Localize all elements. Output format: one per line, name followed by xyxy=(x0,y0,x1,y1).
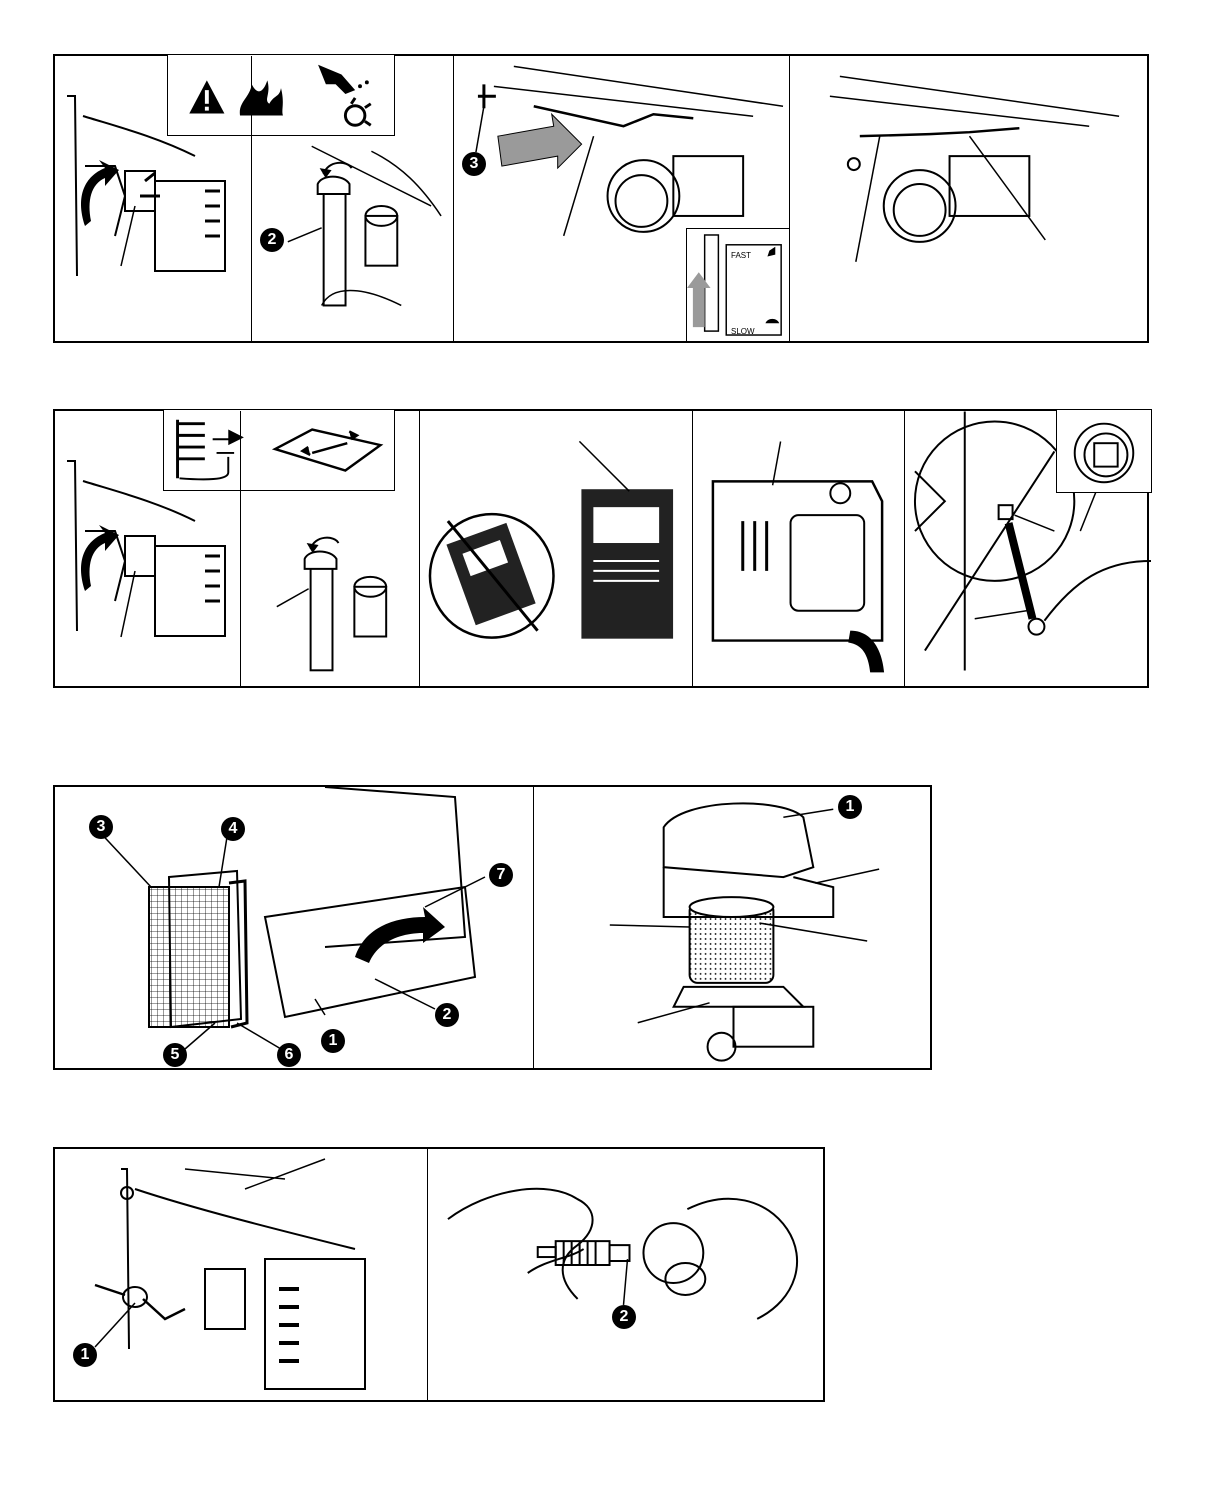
carburetor-drawing xyxy=(790,56,1151,341)
callout-5: 5 xyxy=(163,1043,187,1067)
cooling-fins-drawing xyxy=(420,411,692,686)
rabbit-icon xyxy=(767,247,775,257)
spark-plug-callout-2: 2 xyxy=(612,1305,636,1329)
valve-callout-1: 1 xyxy=(73,1343,97,1367)
panel-cleaning xyxy=(53,409,1149,688)
spark-plug-gap-illustration: 2 xyxy=(427,1149,827,1400)
foam-filter-drawing xyxy=(534,787,934,1068)
air-filter-cartridge-illustration: 3 4 7 2 1 5 6 xyxy=(55,787,533,1068)
callout-7: 7 xyxy=(489,863,513,887)
panel-fuel-shutoff: 2 3 FAST SLOW xyxy=(53,54,1149,343)
curved-arrow-icon xyxy=(355,907,445,963)
curved-arrow-icon xyxy=(81,525,119,591)
fuel-valve-close-illustration: 1 xyxy=(55,1149,427,1400)
carburetor-illustration xyxy=(789,56,1151,341)
turtle-icon xyxy=(765,319,779,323)
up-arrow-icon xyxy=(687,272,711,327)
spark-plug-gap-drawing xyxy=(428,1149,827,1400)
panel-air-filter: 3 4 7 2 1 5 6 1 xyxy=(53,785,932,1070)
push-arrow-icon xyxy=(498,114,582,168)
curved-arrow-icon xyxy=(81,160,119,226)
spark-plug-icon xyxy=(178,420,244,480)
fuel-cap-illustration-2 xyxy=(240,411,419,686)
warning-triangle-icon xyxy=(189,80,224,113)
callout-3: 3 xyxy=(462,152,486,176)
curved-arrow-icon xyxy=(848,631,884,673)
throttle-slow-label: SLOW xyxy=(731,327,755,336)
callout-3: 3 xyxy=(89,815,113,839)
throttle-fast-label: FAST xyxy=(731,251,751,260)
fuel-cap-drawing xyxy=(252,56,453,341)
air-filter-cartridge-drawing xyxy=(55,787,533,1068)
fuel-valve-close-drawing xyxy=(55,1149,427,1400)
callout-6: 6 xyxy=(277,1043,301,1067)
callout-1: 1 xyxy=(321,1029,345,1053)
callout-4: 4 xyxy=(221,817,245,841)
callout-2: 2 xyxy=(260,228,284,252)
fuel-cap-drawing-2 xyxy=(241,411,419,686)
engine-shroud-illustration xyxy=(692,411,904,686)
oil-drain-plug-illustration xyxy=(904,411,1151,686)
throttle-gauge-inset: FAST SLOW xyxy=(686,228,790,342)
fuel-cap-illustration: 2 xyxy=(251,56,453,341)
cooling-fins-illustration xyxy=(419,411,692,686)
filter-callout-1: 1 xyxy=(838,795,862,819)
engine-shroud-drawing xyxy=(693,411,904,686)
callout-2: 2 xyxy=(435,1003,459,1027)
panel-spark-plug: 1 2 xyxy=(53,1147,825,1402)
throttle-control-illustration: 3 FAST SLOW xyxy=(453,56,789,341)
drain-plug-inset xyxy=(1056,409,1152,493)
foam-filter-illustration: 1 xyxy=(533,787,934,1068)
